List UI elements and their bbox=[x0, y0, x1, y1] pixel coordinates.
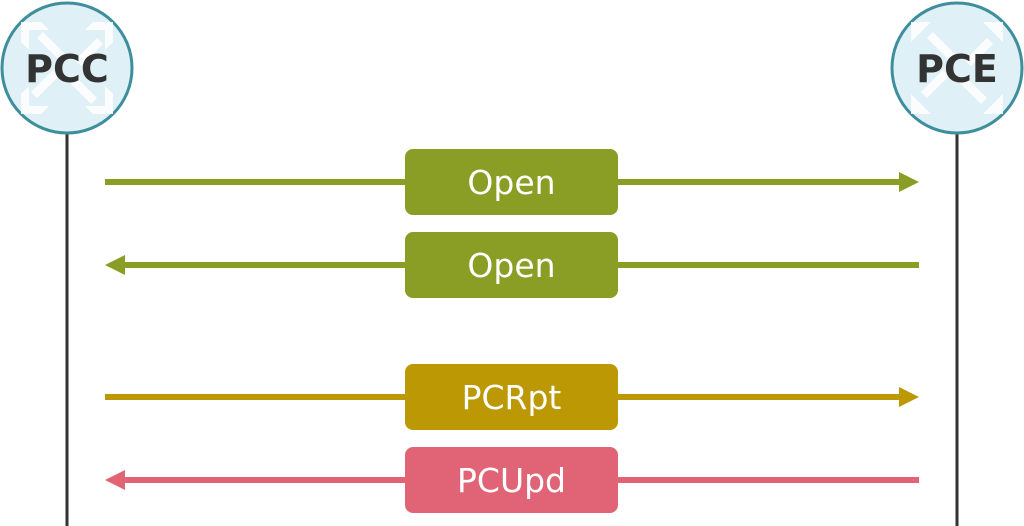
pcc-node: PCC bbox=[0, 1, 134, 135]
message-label-box bbox=[405, 232, 618, 298]
message-label: Open bbox=[467, 163, 555, 202]
message-2: Open bbox=[105, 232, 919, 298]
pce-node: PCE bbox=[890, 1, 1024, 135]
pce-label: PCE bbox=[916, 47, 998, 91]
pcc-label: PCC bbox=[25, 47, 109, 91]
arrow-left-icon bbox=[105, 470, 125, 490]
message-label-box bbox=[405, 149, 618, 215]
message-label: PCUpd bbox=[457, 461, 566, 500]
message-3: PCRpt bbox=[105, 364, 919, 430]
router-icon bbox=[21, 22, 113, 114]
arrow-right-icon bbox=[899, 387, 919, 407]
arrow-left-icon bbox=[105, 255, 125, 275]
message-4: PCUpd bbox=[105, 447, 919, 513]
message-label-box bbox=[405, 364, 618, 430]
message-label: PCRpt bbox=[462, 378, 562, 417]
message-label-box bbox=[405, 447, 618, 513]
arrow-right-icon bbox=[899, 172, 919, 192]
message-label: Open bbox=[467, 246, 555, 285]
router-icon bbox=[911, 22, 1003, 114]
message-1: Open bbox=[105, 149, 919, 215]
